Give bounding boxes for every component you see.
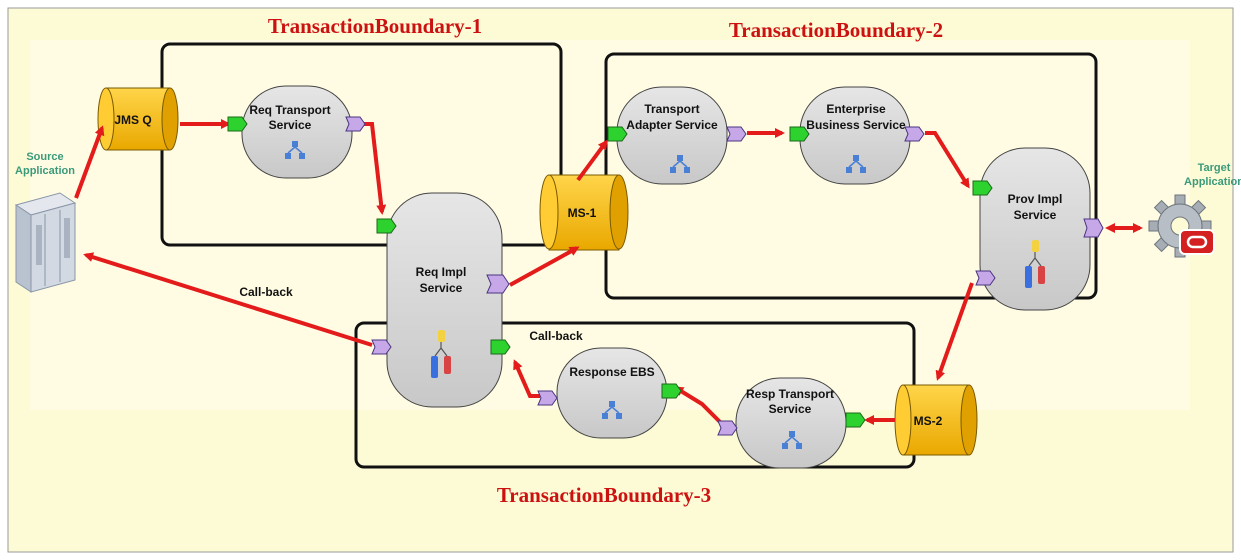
service-prov-impl-label-2: Service xyxy=(1014,208,1057,222)
service-enterprise-business-label-2: Business Service xyxy=(806,118,906,132)
port-resp-transport-in xyxy=(845,412,866,428)
port-transport-adapter-out xyxy=(726,126,747,142)
arrow-req-transport-to-req-impl xyxy=(364,122,387,215)
port-req-transport-in xyxy=(227,116,248,132)
port-response-ebs-out xyxy=(537,390,558,406)
service-transport-adapter-label-1: Transport xyxy=(644,102,699,116)
arrow-req-impl-to-ms1 xyxy=(509,246,580,287)
queue-ms2-label: MS-2 xyxy=(914,414,943,428)
port-req-impl-out xyxy=(486,274,510,294)
callback-label-outer: Call-back xyxy=(239,285,293,299)
service-req-transport xyxy=(241,85,353,179)
arrow-callback-to-source xyxy=(83,252,373,347)
service-resp-transport-label-2: Service xyxy=(769,402,812,416)
port-req-impl-in xyxy=(376,218,397,234)
service-prov-impl-label-1: Prov Impl xyxy=(1008,192,1063,206)
port-req-impl-callback-in xyxy=(490,339,511,355)
service-req-transport-label-1: Req Transport xyxy=(249,103,330,117)
boundary-title-2: TransactionBoundary-2 xyxy=(729,18,943,42)
queue-jms-label: JMS Q xyxy=(114,113,151,127)
arrow-ebs-to-prov-impl xyxy=(925,131,970,189)
port-resp-transport-out xyxy=(717,420,738,436)
service-req-impl-label-2: Service xyxy=(420,281,463,295)
service-prov-impl xyxy=(979,147,1091,311)
port-prov-impl-in xyxy=(972,180,993,196)
service-req-impl xyxy=(386,192,503,408)
boundary-title-1: TransactionBoundary-1 xyxy=(268,14,482,38)
service-req-transport-label-2: Service xyxy=(269,118,312,132)
source-app-label-line2: Application xyxy=(15,165,75,177)
port-transport-adapter-in xyxy=(607,126,628,142)
arrow-source-to-jms xyxy=(74,125,105,199)
service-response-ebs-label: Response EBS xyxy=(569,365,654,379)
target-app-label-line1: Target xyxy=(1198,162,1231,174)
port-ebs-out xyxy=(904,126,925,142)
port-req-transport-out xyxy=(345,116,366,132)
service-response-ebs xyxy=(556,347,668,439)
service-enterprise-business-label-1: Enterprise xyxy=(826,102,886,116)
gear-icon xyxy=(1148,194,1215,258)
target-app-label-line2: Application xyxy=(1184,176,1241,188)
callback-label-inner: Call-back xyxy=(529,329,583,343)
port-prov-impl-out xyxy=(975,270,996,286)
arrow-prov-impl-to-ms2 xyxy=(935,282,974,381)
port-prov-impl-target xyxy=(1083,218,1104,238)
queue-ms2 xyxy=(894,384,978,456)
ports xyxy=(227,116,1104,436)
arrow-resp-transport-to-response-ebs xyxy=(673,386,726,428)
queue-ms1 xyxy=(539,174,629,251)
port-response-ebs-in xyxy=(661,383,682,399)
service-transport-adapter-label-2: Adapter Service xyxy=(626,118,718,132)
server-icon xyxy=(14,192,77,293)
arrow-response-ebs-to-req-impl xyxy=(513,359,540,398)
arrow-ms1-to-transport-adapter xyxy=(576,139,608,182)
flow-arrows xyxy=(74,119,1143,428)
service-resp-transport-label-1: Resp Transport xyxy=(746,387,834,401)
boundary-title-3: TransactionBoundary-3 xyxy=(497,483,711,507)
port-req-impl-callback-out xyxy=(371,339,392,355)
service-req-impl-label-1: Req Impl xyxy=(416,265,467,279)
queue-jms xyxy=(97,87,179,151)
queue-ms1-label: MS-1 xyxy=(568,206,597,220)
port-ebs-in xyxy=(789,126,810,142)
source-app-label-line1: Source xyxy=(26,151,63,163)
